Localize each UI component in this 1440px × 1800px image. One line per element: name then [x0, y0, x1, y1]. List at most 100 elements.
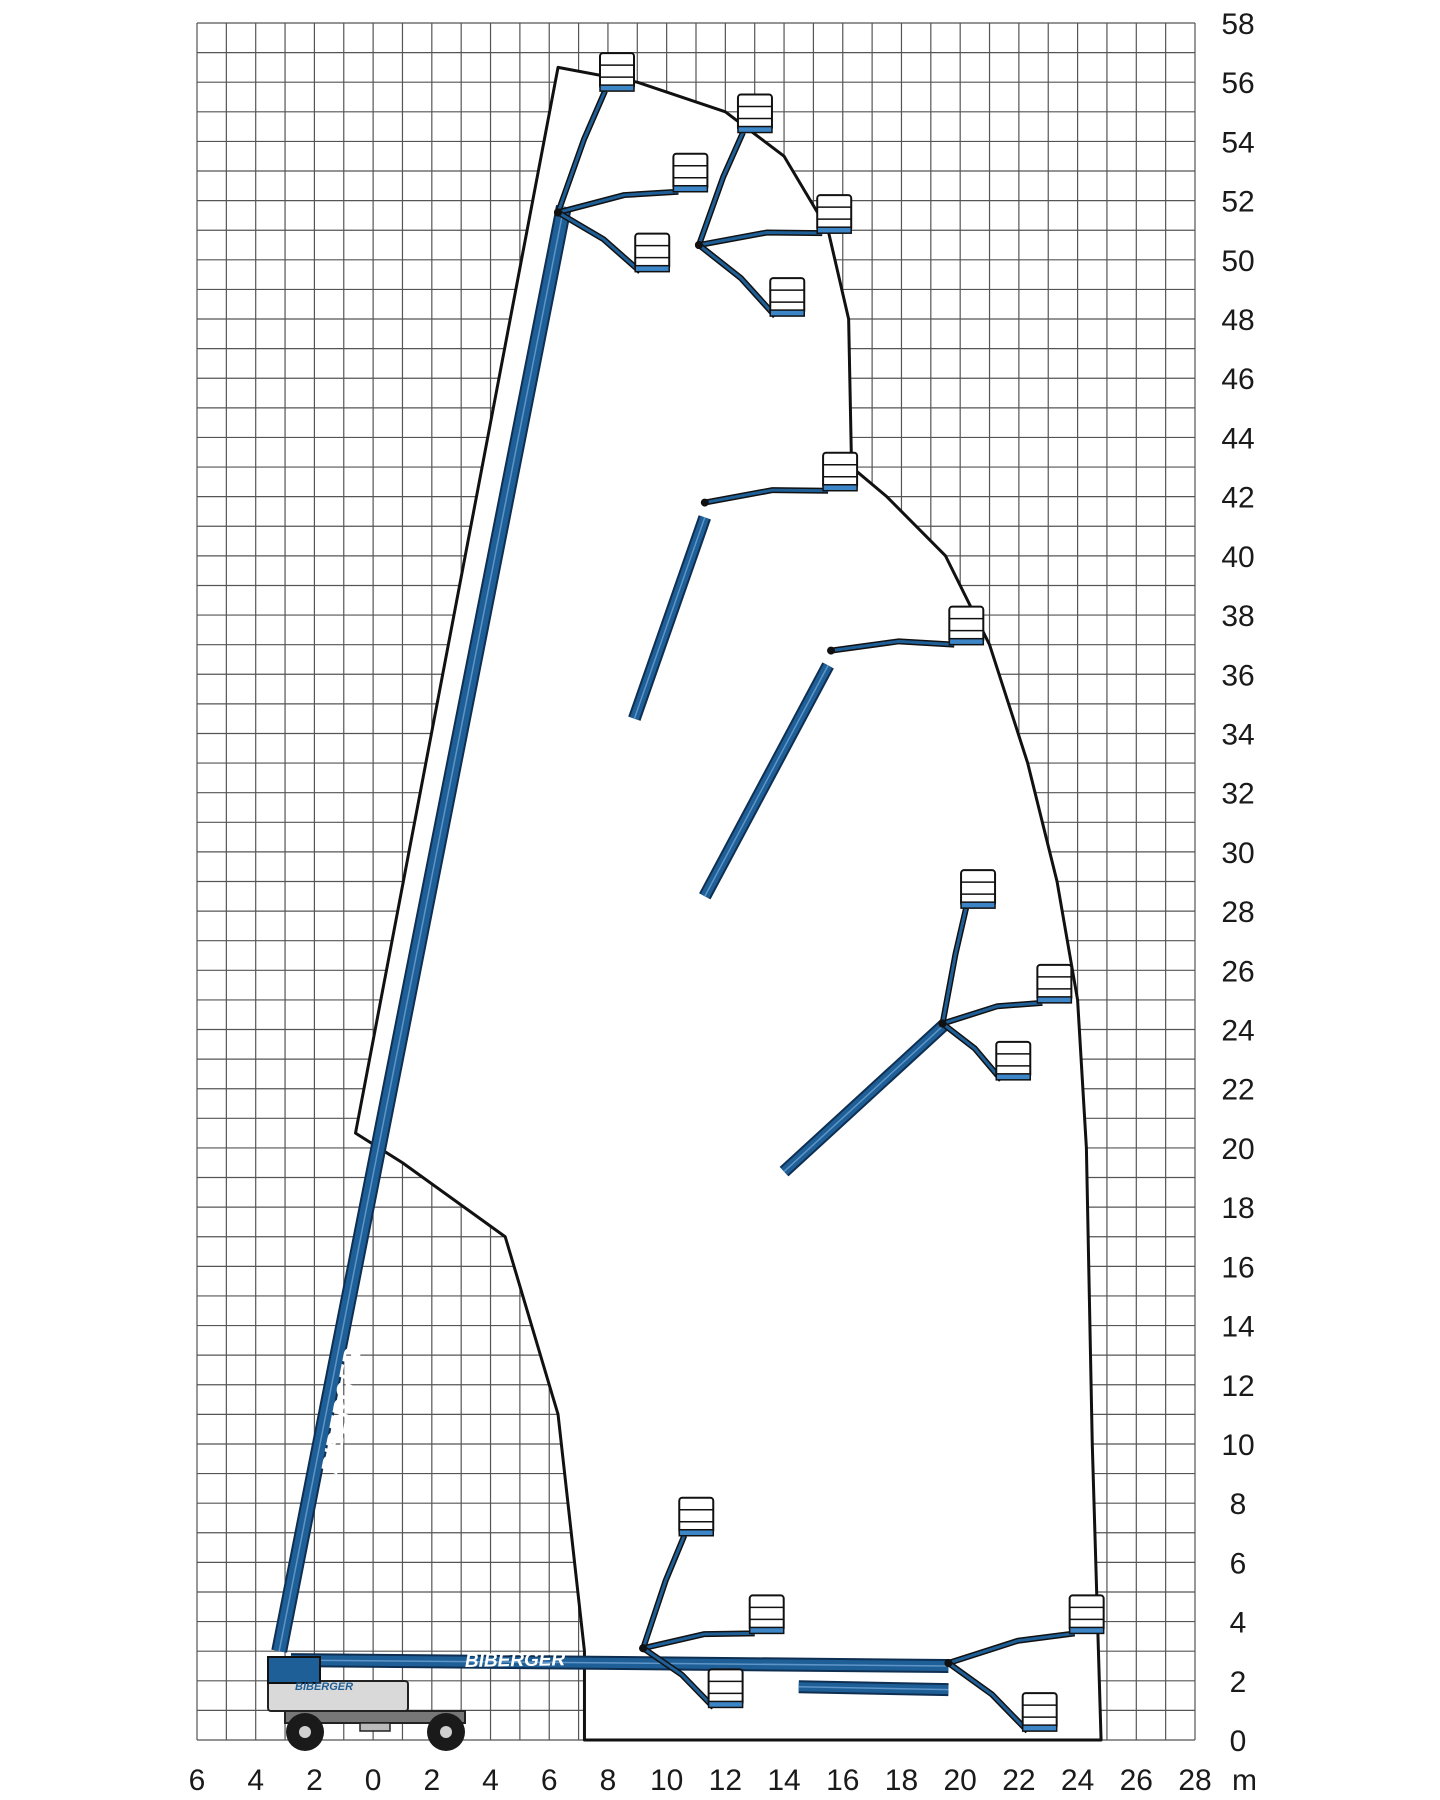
inclined-boom-highlight	[704, 665, 829, 897]
platform-basket	[816, 194, 853, 233]
x-tick-label: 14	[767, 1764, 800, 1797]
platform-basket	[769, 277, 806, 316]
jib-pivot	[944, 1659, 953, 1668]
work-platform	[672, 152, 709, 193]
platform-basket	[672, 152, 709, 191]
x-tick-label: 0	[365, 1764, 382, 1797]
jib-arm	[947, 1631, 1075, 1665]
jib-arm	[941, 907, 968, 1024]
jib-pivot	[554, 208, 563, 217]
y-tick-label: 0	[1230, 1725, 1247, 1758]
inclined-boom-highlight	[633, 517, 706, 719]
y-tick-label: 10	[1221, 1429, 1254, 1462]
platform-basket	[960, 869, 997, 908]
y-tick-label: 26	[1221, 955, 1254, 988]
work-platform	[995, 1040, 1032, 1081]
platform-floor	[599, 84, 635, 92]
counterweight-plate	[359, 1722, 391, 1732]
y-tick-label: 52	[1221, 186, 1254, 219]
y-tick-label: 18	[1221, 1192, 1254, 1225]
x-tick-label: 2	[423, 1764, 440, 1797]
platform-floor	[822, 483, 858, 492]
jib-arm	[698, 243, 777, 318]
inclined-boom-highlight	[798, 1685, 949, 1691]
platform-floor	[1036, 996, 1073, 1004]
boom-positions	[271, 52, 1105, 1734]
y-tick-label: 38	[1221, 600, 1254, 633]
platform-basket	[1021, 1692, 1058, 1731]
x-tick-label: 26	[1120, 1764, 1153, 1797]
platform-floor	[995, 1073, 1032, 1081]
x-tick-label: 6	[189, 1764, 206, 1797]
platform-basket	[995, 1040, 1032, 1079]
jib-arm	[830, 639, 955, 653]
jib-arm	[697, 131, 745, 246]
x-tick-label: 8	[600, 1764, 617, 1797]
platform-floor	[678, 1528, 715, 1537]
x-tick-label: 22	[1002, 1764, 1035, 1797]
turret	[267, 1656, 321, 1684]
work-platform	[707, 1668, 744, 1709]
platform-floor	[1068, 1626, 1105, 1635]
x-tick-label: 24	[1061, 1764, 1094, 1797]
work-platform	[748, 1594, 785, 1635]
platform-floor	[737, 125, 773, 134]
work-platform	[816, 194, 853, 234]
y-tick-label: 48	[1221, 304, 1254, 337]
platform-floor	[707, 1700, 744, 1709]
jib-arm	[698, 231, 823, 247]
x-tick-label: 4	[482, 1764, 499, 1797]
main-boom-vertical-highlight	[278, 206, 565, 1652]
unit-label: m	[1232, 1764, 1257, 1797]
y-tick-label: 4	[1230, 1607, 1247, 1640]
platform-floor	[1021, 1724, 1058, 1732]
platform-basket	[634, 232, 671, 271]
jib-arm	[941, 1022, 1003, 1081]
x-tick-label: 12	[709, 1764, 742, 1797]
x-tick-label: 10	[650, 1764, 683, 1797]
brand-label-base: BIBERGER	[465, 1649, 566, 1672]
jib-pivot	[938, 1019, 947, 1028]
platform-floor	[948, 637, 985, 646]
work-platform	[948, 605, 985, 646]
y-tick-label: 42	[1221, 482, 1254, 515]
platform-basket	[678, 1496, 715, 1535]
y-tick-label: 36	[1221, 659, 1254, 692]
platform-basket	[822, 451, 859, 490]
jib-arm	[641, 1535, 686, 1649]
work-platform	[634, 232, 671, 273]
y-tick-label: 2	[1230, 1666, 1247, 1699]
working-envelope	[354, 65, 1103, 1742]
y-tick-label: 8	[1230, 1488, 1247, 1521]
platform-basket	[948, 605, 985, 644]
y-tick-label: 40	[1221, 541, 1254, 574]
platform-floor	[672, 184, 709, 193]
y-tick-label: 44	[1221, 422, 1254, 455]
platform-basket	[1068, 1594, 1105, 1633]
y-tick-label: 32	[1221, 778, 1254, 811]
y-tick-label: 50	[1221, 245, 1254, 278]
platform-basket	[707, 1668, 744, 1707]
x-tick-label: 20	[943, 1764, 976, 1797]
platform-floor	[634, 264, 670, 273]
jib-arm	[642, 1631, 755, 1650]
y-tick-label: 12	[1221, 1370, 1254, 1403]
x-tick-label: 2	[306, 1764, 323, 1797]
y-tick-label: 54	[1221, 126, 1254, 159]
envelope-fill	[355, 67, 1102, 1741]
main-boom-horizontal-highlight	[290, 1659, 949, 1667]
wheel-hub	[440, 1726, 452, 1738]
work-platform	[960, 869, 997, 909]
work-platform	[599, 52, 636, 92]
jib-arm	[557, 211, 642, 273]
platform-floor	[816, 226, 852, 234]
jib-arm	[942, 1001, 1043, 1026]
vehicle: BIBERGER BIBERGER BIBERGER	[267, 1346, 566, 1751]
jib-pivot	[694, 241, 703, 250]
y-tick-label: 30	[1221, 837, 1254, 870]
y-tick-label: 46	[1221, 363, 1254, 396]
x-tick-label: 16	[826, 1764, 859, 1797]
envelope-outline	[354, 65, 1103, 1742]
jib-arm	[704, 488, 829, 505]
work-platform	[822, 451, 859, 492]
